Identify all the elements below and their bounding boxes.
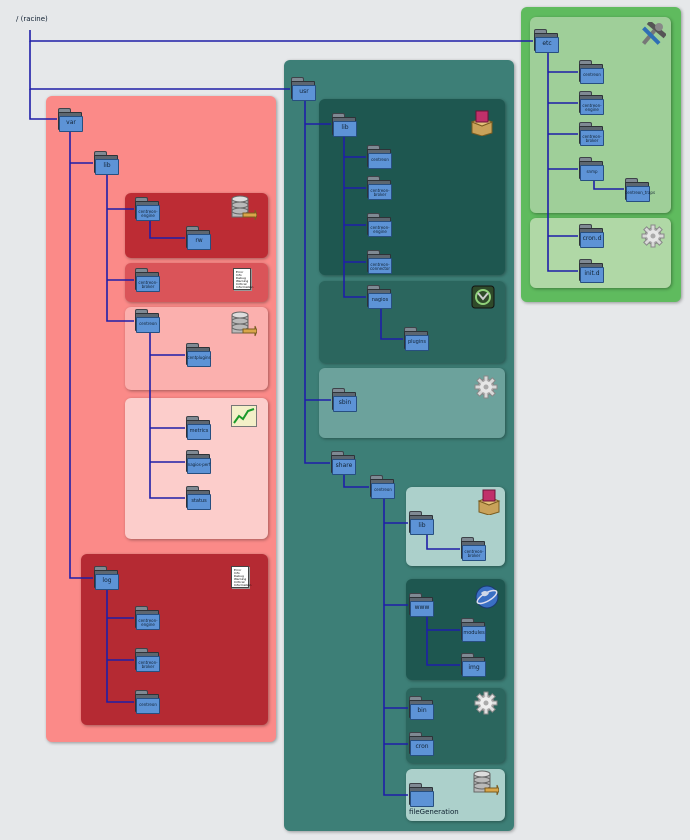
folder-var-lib-rw[interactable]: rw xyxy=(186,226,211,250)
folder-etc[interactable]: etc xyxy=(534,29,559,53)
folder-etc-snmp[interactable]: snmp xyxy=(579,157,604,181)
folder-var[interactable]: var xyxy=(58,108,83,132)
folder-usr[interactable]: usr xyxy=(291,77,316,101)
folder-www-modules[interactable]: modules xyxy=(461,618,486,642)
folder-log-centreon-engine[interactable]: centreon-engine xyxy=(135,606,160,630)
gear-icon xyxy=(641,224,665,248)
chart-icon xyxy=(231,405,257,427)
folder-etc-centreon-broker[interactable]: centreon-broker xyxy=(579,122,604,146)
folder-etc-init-d[interactable]: init.d xyxy=(579,259,604,283)
folder-usr-share[interactable]: share xyxy=(331,451,356,475)
gear-icon xyxy=(474,375,498,399)
folder-nagios-perf[interactable]: nagios-perf xyxy=(186,450,211,474)
filegeneration-label: fileGeneration xyxy=(409,808,459,816)
root-label: / (racine) xyxy=(16,15,48,23)
folder-usr-lib-centreon-broker[interactable]: centreon-broker xyxy=(367,176,392,200)
folder-share-lib-centreon-broker[interactable]: centreon-broker xyxy=(461,537,486,561)
globe-icon xyxy=(475,585,499,609)
database-icon xyxy=(231,311,257,337)
folder-share-cron[interactable]: cron xyxy=(409,732,434,756)
folder-var-lib-centreon[interactable]: centreon xyxy=(135,309,160,333)
folder-share-bin[interactable]: bin xyxy=(409,696,434,720)
folder-var-lib-centreon-broker[interactable]: centreon-broker xyxy=(135,268,160,292)
package-icon xyxy=(477,489,501,515)
folder-share-lib[interactable]: lib xyxy=(409,511,434,535)
folder-usr-sbin[interactable]: sbin xyxy=(332,388,357,412)
folder-metrics[interactable]: metrics xyxy=(186,416,211,440)
database-icon xyxy=(231,195,257,221)
folder-var-lib-centreon-engine[interactable]: centreon-engine xyxy=(135,197,160,221)
folder-status[interactable]: status xyxy=(186,486,211,510)
folder-www[interactable]: www xyxy=(409,593,434,617)
folder-log[interactable]: log xyxy=(94,566,119,590)
tools-icon xyxy=(641,22,666,45)
folder-usr-lib[interactable]: lib xyxy=(332,113,357,137)
folder-log-centreon-broker[interactable]: centreon-broker xyxy=(135,648,160,672)
database-icon xyxy=(473,770,499,796)
folder-etc-centreon-traps[interactable]: centreon_traps xyxy=(625,178,655,202)
folder-usr-lib-centreon-engine[interactable]: centreon-engine xyxy=(367,213,392,237)
folder-centplugins[interactable]: centplugins xyxy=(186,343,211,367)
folder-etc-centreon[interactable]: centreon xyxy=(579,60,604,84)
folder-usr-lib-centreon[interactable]: centreon xyxy=(367,145,392,169)
folder-filegeneration[interactable] xyxy=(409,783,434,807)
folder-usr-lib-centreon-connector[interactable]: centreon-connector xyxy=(367,250,392,274)
nagios-icon xyxy=(471,285,495,309)
folder-www-img[interactable]: img xyxy=(461,653,486,677)
folder-etc-centreon-engine[interactable]: centreon-engine xyxy=(579,91,604,115)
gear-icon xyxy=(474,691,498,715)
folder-etc-cron-d[interactable]: cron.d xyxy=(579,224,604,248)
folder-usr-lib-nagios[interactable]: nagios xyxy=(367,285,392,309)
package-icon xyxy=(470,110,494,136)
folder-share-centreon[interactable]: centreon xyxy=(370,475,395,499)
folder-var-lib[interactable]: lib xyxy=(94,151,119,175)
folder-log-centreon[interactable]: centreon xyxy=(135,690,160,714)
folder-usr-lib-plugins[interactable]: plugins xyxy=(404,327,429,351)
